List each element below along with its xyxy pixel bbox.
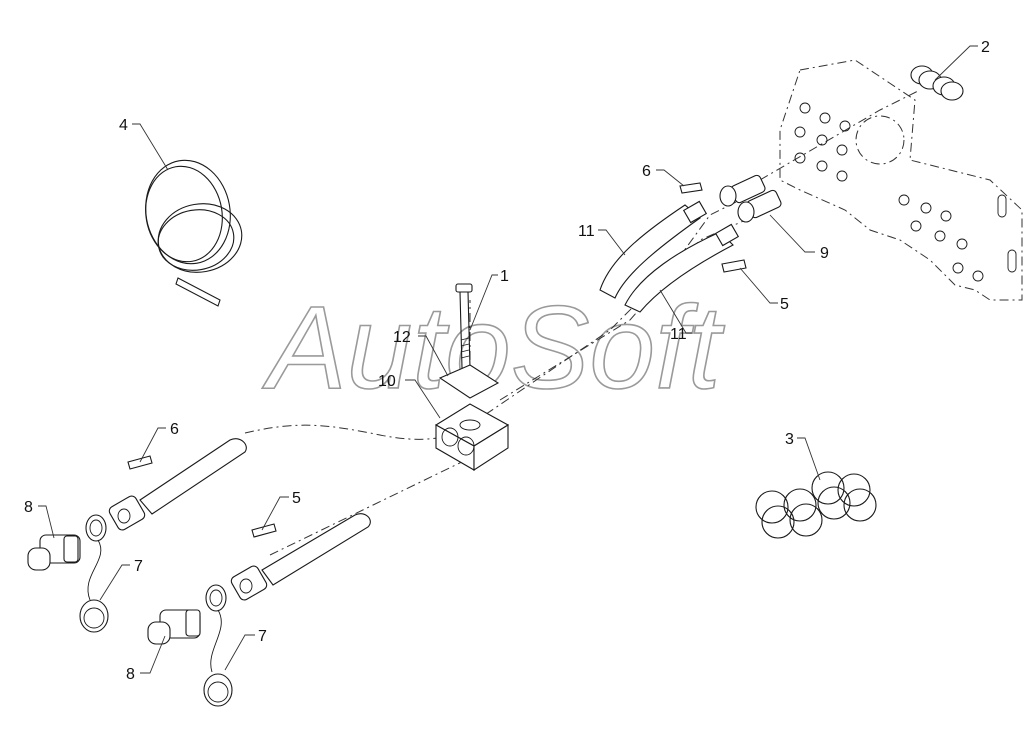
- part-1-bolt: [455, 283, 473, 369]
- hose-left: [108, 438, 247, 531]
- callout-1: 1: [500, 268, 509, 285]
- callout-6-lower: 6: [170, 421, 179, 438]
- hose-right: [230, 513, 371, 601]
- callout-7-right: 7: [258, 628, 267, 645]
- part-10-clamp-block: [434, 403, 510, 472]
- callout-12: 12: [393, 329, 411, 346]
- callout-9: 9: [820, 245, 829, 262]
- leader-lines: [38, 45, 978, 674]
- part-7-cap-right: [203, 584, 233, 707]
- callout-7-left: 7: [134, 558, 143, 575]
- watermark: AutoSoft: [262, 282, 725, 414]
- part-6-clip-lower: [127, 455, 153, 470]
- callout-4: 4: [119, 117, 128, 134]
- part-3-spring-rings: [755, 471, 877, 539]
- part-9-adapters: [719, 174, 782, 223]
- callout-2: 2: [981, 39, 990, 56]
- callout-8-right: 8: [126, 666, 135, 683]
- callout-10: 10: [378, 373, 396, 390]
- callout-11-upper: 11: [578, 223, 595, 240]
- part-2-caps: [910, 65, 964, 101]
- part-5-clip-lower: [251, 523, 277, 538]
- part-4-cable-ties: [145, 159, 243, 307]
- callout-3: 3: [785, 431, 794, 448]
- part-8-coupling-left: [27, 534, 81, 571]
- part-7-cap-left: [79, 514, 109, 633]
- callout-5-upper: 5: [780, 296, 789, 313]
- part-12-plate: [438, 364, 500, 399]
- part-11-hoses-upper: [599, 200, 740, 313]
- mounting-plate: [779, 59, 1023, 301]
- part-8-coupling-right: [147, 609, 201, 645]
- callout-8-left: 8: [24, 499, 33, 516]
- part-5-clip-upper: [721, 259, 747, 273]
- part-6-clip-upper: [679, 182, 703, 194]
- callout-labels: 1 2 3 4 5 5 6 6 7 7 8 8 9 10 11 11 12: [24, 39, 990, 683]
- callout-6-upper: 6: [642, 163, 651, 180]
- callout-5-lower: 5: [292, 490, 301, 507]
- callout-11-lower: 11: [670, 326, 687, 343]
